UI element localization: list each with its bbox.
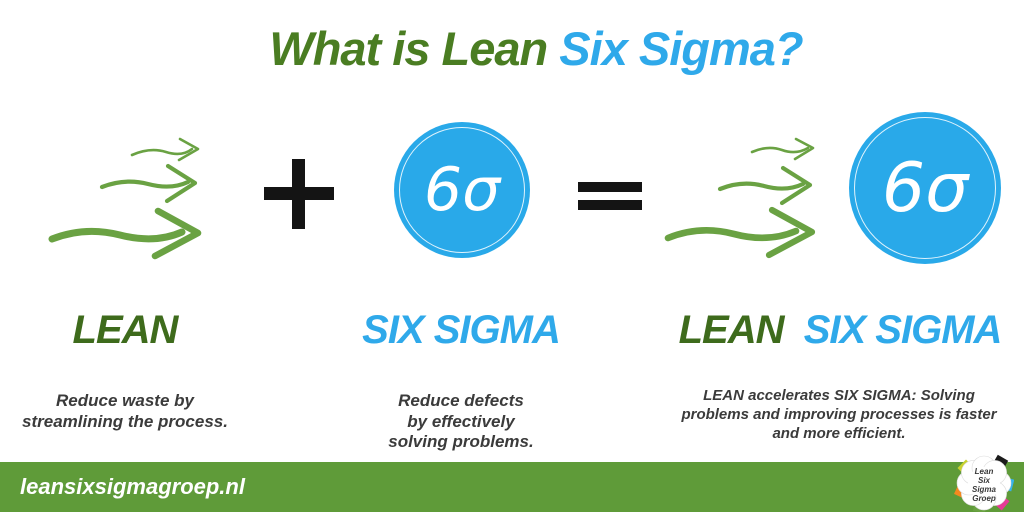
lean-description: Reduce waste by streamlining the process…: [15, 391, 235, 432]
lean-six-sigma-groep-logo: Lean Six Sigma Groep: [954, 454, 1014, 512]
logo-center: [968, 467, 1000, 499]
lean-description-line: Reduce waste by: [56, 391, 194, 410]
footer-bar: leansixsigmagroep.nl: [0, 462, 1024, 512]
plus-icon: [264, 159, 334, 229]
six-sigma-description: Reduce defects by effectively solving pr…: [331, 391, 591, 453]
lean-arrows-icon: [48, 137, 202, 260]
lean-description-line: streamlining the process.: [22, 411, 228, 431]
six-sigma-description-line: by effectively: [407, 411, 515, 431]
logo-text-line: Groep: [972, 494, 996, 503]
six-sigma-description-line: solving problems.: [388, 432, 534, 452]
logo-text-line: Sigma: [972, 485, 997, 494]
page-title: What is Lean Six Sigma?: [48, 22, 1024, 76]
logo-text-line: Lean: [975, 467, 994, 476]
website-text: leansixsigmagroep.nl: [20, 474, 245, 499]
title-six-sigma-part: Six Sigma?: [559, 22, 803, 75]
lean-six-sigma-arrows-icon: [664, 137, 816, 259]
six-sigma-description-line: Reduce defects: [398, 391, 524, 410]
lean-six-sigma-heading: LEAN SIX SIGMA: [666, 308, 1014, 352]
lean-heading: LEAN: [72, 308, 179, 352]
title-lean-part: What is Lean: [269, 22, 560, 75]
equals-icon: [578, 182, 642, 210]
six-sigma-badge-text: 6σ: [423, 155, 501, 225]
lean-six-sigma-heading-six: SIX SIGMA: [793, 308, 1003, 352]
six-sigma-heading: SIX SIGMA: [362, 308, 561, 352]
lean-six-sigma-heading-lean: LEAN: [678, 308, 794, 352]
lean-six-sigma-badge-text: 6σ: [881, 148, 969, 228]
logo-text-line: Six: [978, 476, 991, 485]
lean-six-sigma-description: LEAN accelerates SIX SIGMA: Solving prob…: [681, 387, 997, 442]
six-sigma-badge: 6σ: [394, 122, 530, 258]
lean-six-sigma-badge: 6σ: [849, 112, 1001, 264]
